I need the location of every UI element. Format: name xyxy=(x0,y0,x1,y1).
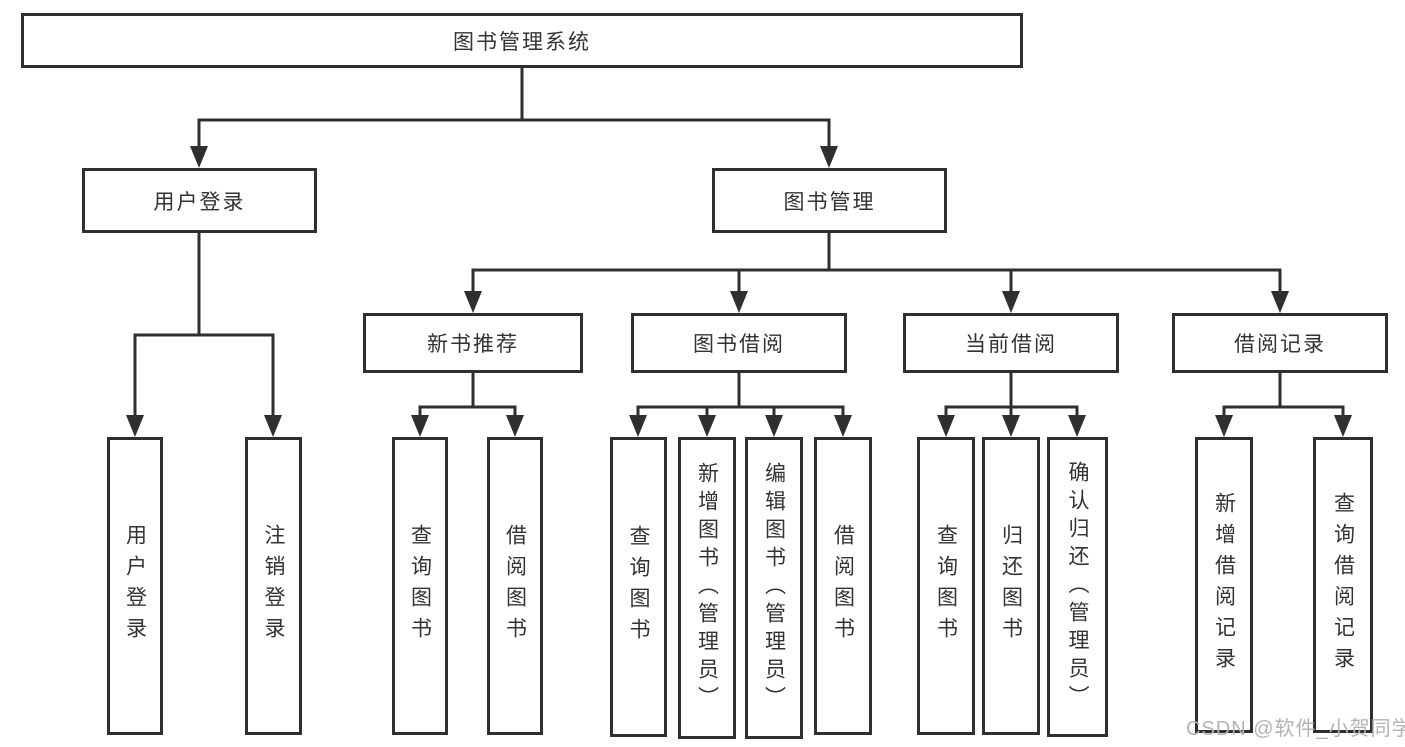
leaf-query-books-current: 查询图书 xyxy=(917,437,975,735)
node-book-borrow: 图书借阅 xyxy=(631,313,847,373)
node-library-management-system: 图书管理系统 xyxy=(21,13,1023,68)
leaf-user-login: 用户登录 xyxy=(107,437,163,735)
leaf-logout: 注销登录 xyxy=(245,437,302,735)
arrowheads xyxy=(126,146,1352,437)
leaf-return-books: 归还图书 xyxy=(982,437,1040,735)
node-book-management: 图书管理 xyxy=(712,168,947,233)
leaf-add-books-admin: 新增图书（管理员） xyxy=(678,437,736,739)
leaf-add-borrow-record: 新增借阅记录 xyxy=(1195,437,1253,733)
leaf-borrow-books: 借阅图书 xyxy=(814,437,872,735)
node-user-login: 用户登录 xyxy=(82,168,317,233)
leaf-query-books-recommend: 查询图书 xyxy=(392,437,448,735)
leaf-query-borrow-record: 查询借阅记录 xyxy=(1313,437,1373,733)
leaf-borrow-books-recommend: 借阅图书 xyxy=(487,437,543,735)
node-new-book-recommend: 新书推荐 xyxy=(363,313,583,373)
leaf-confirm-return-admin: 确认归还（管理员） xyxy=(1047,437,1108,737)
leaf-edit-books-admin: 编辑图书（管理员） xyxy=(745,437,803,739)
node-current-borrow: 当前借阅 xyxy=(903,313,1119,373)
node-borrow-records: 借阅记录 xyxy=(1172,313,1388,373)
watermark: CSDN @软件_小贺同学 xyxy=(1186,718,1405,740)
leaf-query-books-borrow: 查询图书 xyxy=(610,437,667,737)
